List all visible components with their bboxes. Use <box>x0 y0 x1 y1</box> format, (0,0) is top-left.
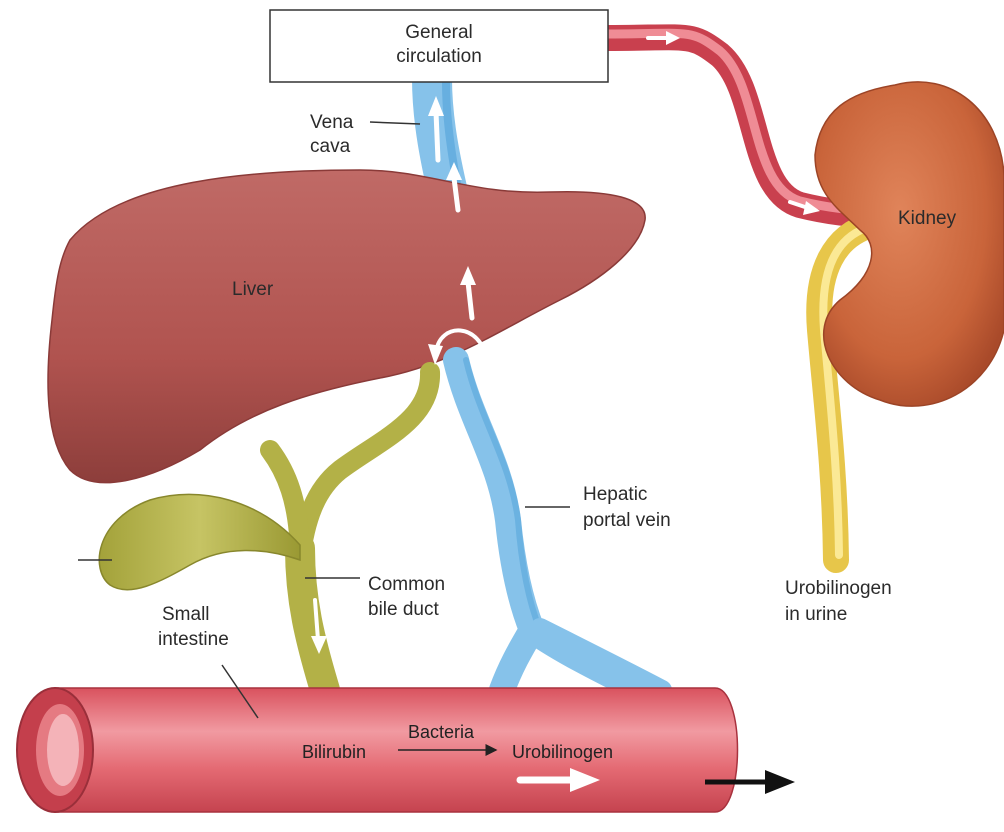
small-intestine <box>55 688 738 812</box>
common-bile-duct-label-line2: bile duct <box>368 599 439 620</box>
small-intestine-label-line1: Small <box>162 604 210 625</box>
bacteria-label: Bacteria <box>408 722 475 742</box>
urobilinogen-in-urine-label-line2: in urine <box>785 604 847 625</box>
hepatic-bile-duct-right <box>300 372 430 560</box>
vena-cava-label-line2: cava <box>310 136 351 157</box>
bilirubin-label: Bilirubin <box>302 742 366 762</box>
flow-arrows <box>311 31 820 792</box>
small-intestine-label-line2: intestine <box>158 629 229 650</box>
vena-cava-leader <box>370 122 420 124</box>
hepatic-portal-vein-label-line2: portal vein <box>583 510 671 531</box>
liver-label: Liver <box>232 279 274 300</box>
hepatic-portal-vein-label-line1: Hepatic <box>583 484 647 505</box>
gallbladder <box>99 494 300 589</box>
general-circulation-label-line2: circulation <box>396 46 482 67</box>
urobilinogen-in-urine-label-line1: Urobilinogen <box>785 578 892 599</box>
general-circulation-label-line1: General <box>405 22 473 43</box>
intestine-lumen-inner <box>47 714 79 786</box>
common-bile-duct-label-line1: Common <box>368 574 445 595</box>
urobilinogen-label: Urobilinogen <box>512 742 613 762</box>
arrow-vena-upper <box>436 112 438 160</box>
common-bile-duct <box>300 548 325 690</box>
liver <box>48 170 645 483</box>
vena-cava-label-line1: Vena <box>310 112 354 133</box>
exit-arrow-head <box>765 770 795 794</box>
kidney-label: Kidney <box>898 208 957 229</box>
